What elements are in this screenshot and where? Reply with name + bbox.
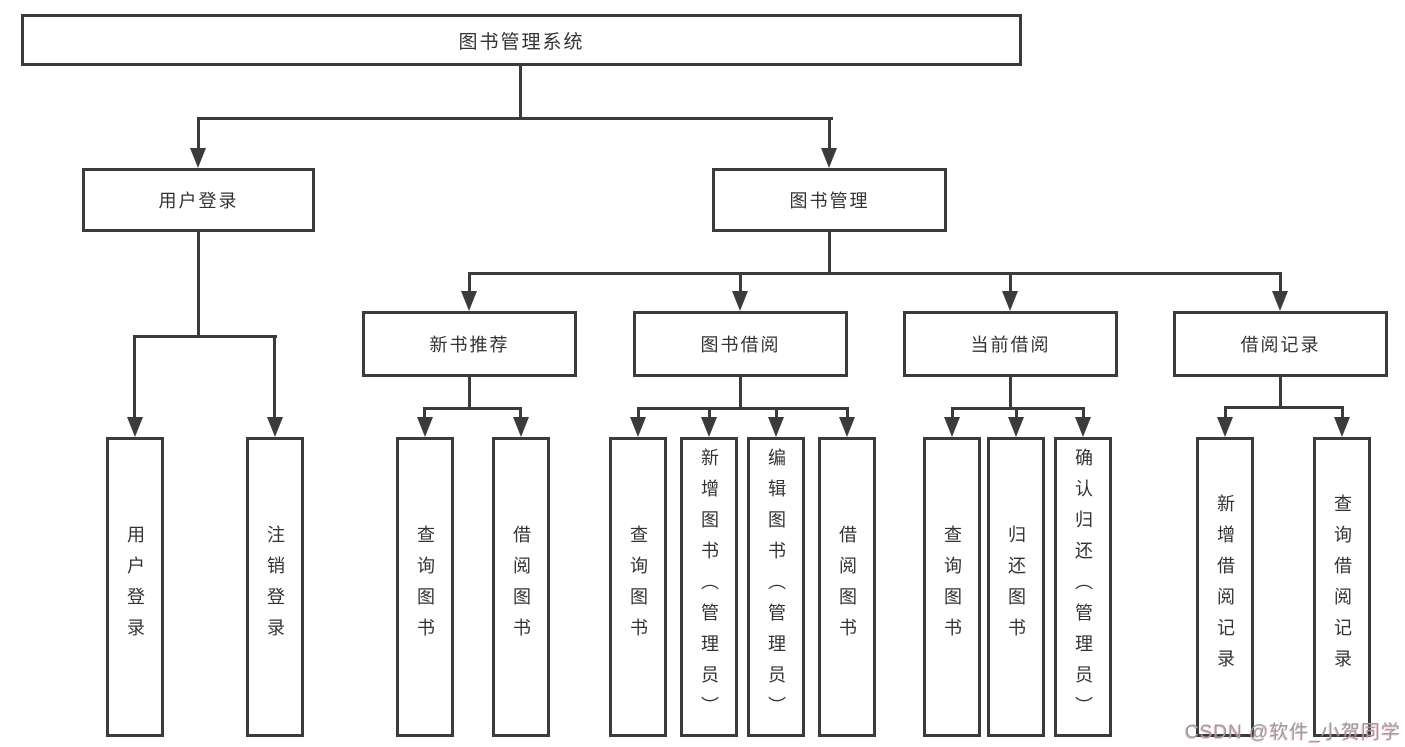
arrow-down-icon [513,417,529,437]
node-new-book-recommend: 新书推荐 [362,311,577,377]
connector-line [637,407,849,410]
connector-line [637,407,640,419]
connector-line [133,335,277,338]
node-root: 图书管理系统 [21,14,1022,66]
leaf-query-books-current: 查询图书 [923,437,981,737]
connector-line [708,407,711,419]
connector-line [519,407,522,419]
node-book-management: 图书管理 [712,168,947,232]
connector-line [273,335,276,419]
connector-line [1279,272,1282,293]
leaf-add-borrow-record: 新增借阅记录 [1196,437,1254,737]
leaf-edit-books-admin: 编辑图书（管理员） [747,437,805,737]
connector-line [739,272,742,293]
leaf-return-books: 归还图书 [987,437,1045,737]
leaf-user-login: 用户登录 [106,437,164,737]
arrow-down-icon [630,417,646,437]
node-book-borrow: 图书借阅 [633,311,848,377]
connector-line [197,117,200,150]
connector-line [739,375,742,407]
arrow-down-icon [417,417,433,437]
arrow-down-icon [190,148,206,168]
connector-line [133,335,136,419]
leaf-query-books-borrow: 查询图书 [609,437,667,737]
arrow-down-icon [732,291,748,311]
connector-line [197,117,833,120]
connector-line [828,230,831,272]
arrow-down-icon [1002,291,1018,311]
connector-line [423,407,426,419]
connector-line [1009,375,1012,407]
connector-line [468,272,471,293]
connector-line [846,407,849,419]
arrow-down-icon [127,417,143,437]
connector-line [1009,272,1012,293]
arrow-down-icon [461,291,477,311]
node-user-login: 用户登录 [82,168,315,232]
arrow-down-icon [1075,417,1091,437]
arrow-down-icon [1272,291,1288,311]
leaf-add-books-admin: 新增图书（管理员） [680,437,738,737]
arrow-down-icon [267,417,283,437]
connector-line [951,407,954,419]
connector-line [1015,407,1018,419]
arrow-down-icon [1008,417,1024,437]
leaf-query-books-recommend: 查询图书 [396,437,454,737]
node-borrow-records: 借阅记录 [1173,311,1388,377]
connector-line [197,230,200,335]
connector-line [1224,406,1227,419]
node-current-borrow: 当前借阅 [903,311,1118,377]
connector-line [468,375,471,407]
connector-line [423,407,522,410]
arrow-down-icon [1334,417,1350,437]
arrow-down-icon [768,417,784,437]
connector-line [1082,407,1085,419]
arrow-down-icon [701,417,717,437]
connector-line [775,407,778,419]
csdn-watermark: CSDN @软件_小贺同学 [1185,722,1401,743]
connector-line [828,117,831,150]
arrow-down-icon [821,148,837,168]
leaf-borrow-books: 借阅图书 [818,437,876,737]
leaf-confirm-return-admin: 确认归还（管理员） [1054,437,1112,737]
connector-line [1279,375,1282,406]
connector-line [1224,406,1344,409]
arrow-down-icon [944,417,960,437]
connector-line [951,407,1085,410]
leaf-borrow-books-recommend: 借阅图书 [492,437,550,737]
connector-line [1341,406,1344,419]
connector-line [519,65,522,117]
leaf-logout: 注销登录 [246,437,304,737]
arrow-down-icon [1217,417,1233,437]
connector-line [469,272,1282,275]
leaf-query-borrow-record: 查询借阅记录 [1313,437,1371,737]
arrow-down-icon [839,417,855,437]
